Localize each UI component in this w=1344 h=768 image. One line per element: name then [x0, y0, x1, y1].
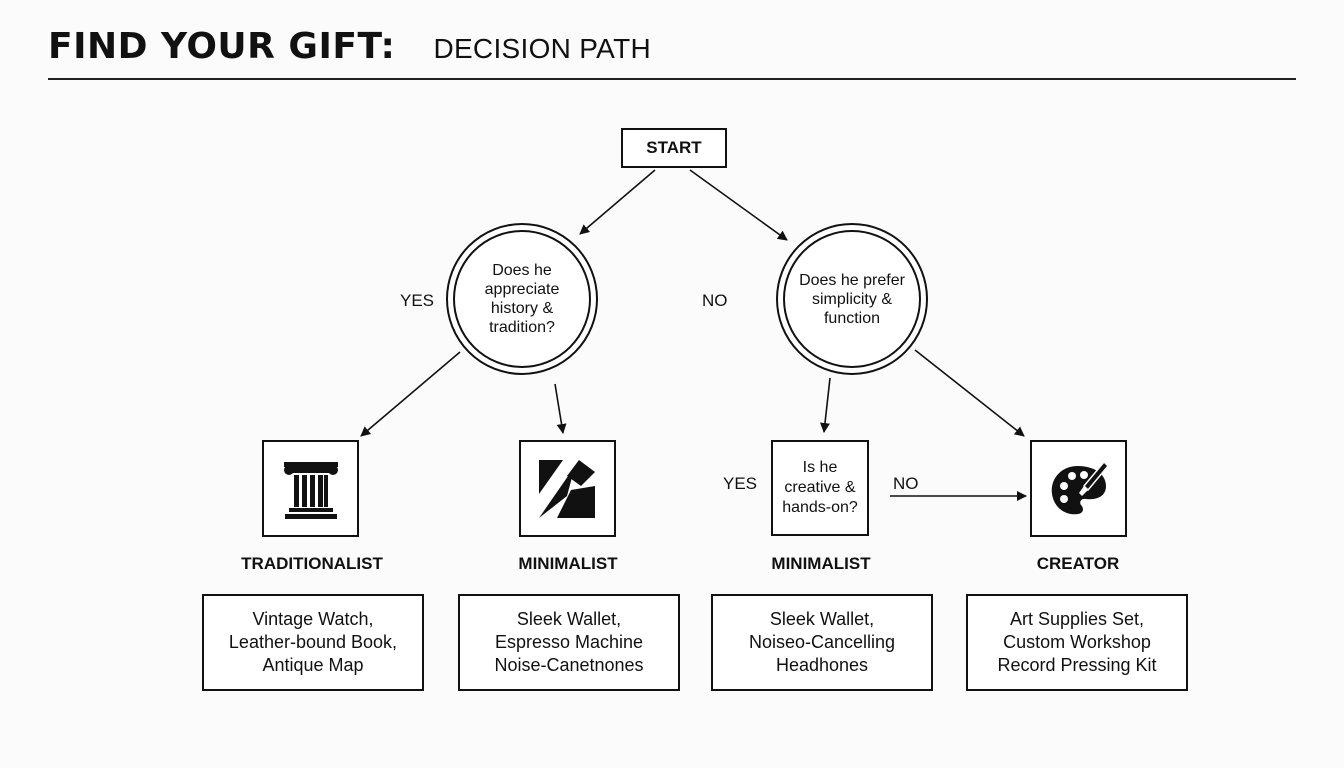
gift-item: Record Pressing Kit: [997, 655, 1157, 675]
arrow-q2-to-creator: [914, 349, 1025, 437]
traditionalist-icon-box: [262, 440, 359, 537]
gift-item: Noise-Canetnones: [494, 655, 644, 675]
page-title: FIND YOUR GIFT:: [48, 26, 396, 67]
category-label: TRADITIONALIST: [241, 554, 383, 573]
gift-list-minimalist-2: Sleek Wallet, Noiseo-Cancelling Headhone…: [711, 594, 933, 691]
gift-item: Espresso Machine: [494, 632, 644, 652]
question-line: Is he: [802, 459, 838, 476]
question-line: Does he prefer: [799, 271, 905, 289]
yes-label: YES: [723, 474, 758, 493]
question-line: simplicity &: [811, 290, 892, 308]
arrow-q1-to-traditionalist: [360, 351, 461, 437]
question-node-creative: Is he creative & hands-on?: [771, 440, 869, 536]
gift-list-traditionalist: Vintage Watch, Leather-bound Book, Antiq…: [202, 594, 424, 691]
question-line: tradition?: [489, 319, 555, 336]
creator-icon-box: [1030, 440, 1127, 537]
no-label: NO: [702, 291, 728, 310]
start-node: START: [621, 128, 727, 168]
gift-list-minimalist: Sleek Wallet, Espresso Machine Noise-Can…: [458, 594, 680, 691]
column-icon: [283, 461, 338, 519]
gift-item: Sleek Wallet,: [516, 609, 622, 629]
arrow-start-to-q1: [579, 169, 656, 235]
yes-label: YES: [400, 291, 435, 310]
question-node-history: Does he appreciate history & tradition?: [446, 223, 598, 375]
gift-item: Custom Workshop: [1003, 632, 1151, 652]
geometric-shapes-icon: [538, 459, 595, 518]
question-line: function: [823, 309, 881, 327]
header-divider: [48, 78, 1296, 80]
question-line: creative &: [784, 479, 856, 496]
category-label: CREATOR: [1036, 554, 1120, 573]
category-label: MINIMALIST: [771, 554, 871, 573]
question-line: hands-on?: [782, 499, 858, 516]
gift-list-creator: Art Supplies Set, Custom Workshop Record…: [966, 594, 1188, 691]
arrow-start-to-q2: [689, 169, 788, 241]
gift-item: Art Supplies Set,: [1009, 609, 1145, 629]
gift-item: Leather-bound Book,: [228, 632, 398, 652]
gift-item: Headhones: [775, 655, 869, 675]
gift-item: Vintage Watch,: [252, 609, 374, 629]
arrow-q1-to-minimalist: [554, 383, 567, 434]
question-line: Does he appreciate: [484, 262, 560, 298]
question-node-simplicity: Does he prefer simplicity & function: [776, 223, 928, 375]
category-label: MINIMALIST: [518, 554, 618, 573]
gift-item: Antique Map: [262, 655, 364, 675]
gift-item: Noiseo-Cancelling: [748, 632, 896, 652]
palette-icon: [1051, 460, 1109, 514]
arrow-q2-to-q3: [820, 377, 831, 433]
minimalist-icon-box: [519, 440, 616, 537]
no-label: NO: [893, 474, 919, 493]
page-subtitle: DECISION PATH: [433, 33, 651, 64]
header: FIND YOUR GIFT: DECISION PATH: [48, 26, 651, 67]
question-line: history &: [490, 300, 554, 317]
gift-item: Sleek Wallet,: [769, 609, 875, 629]
